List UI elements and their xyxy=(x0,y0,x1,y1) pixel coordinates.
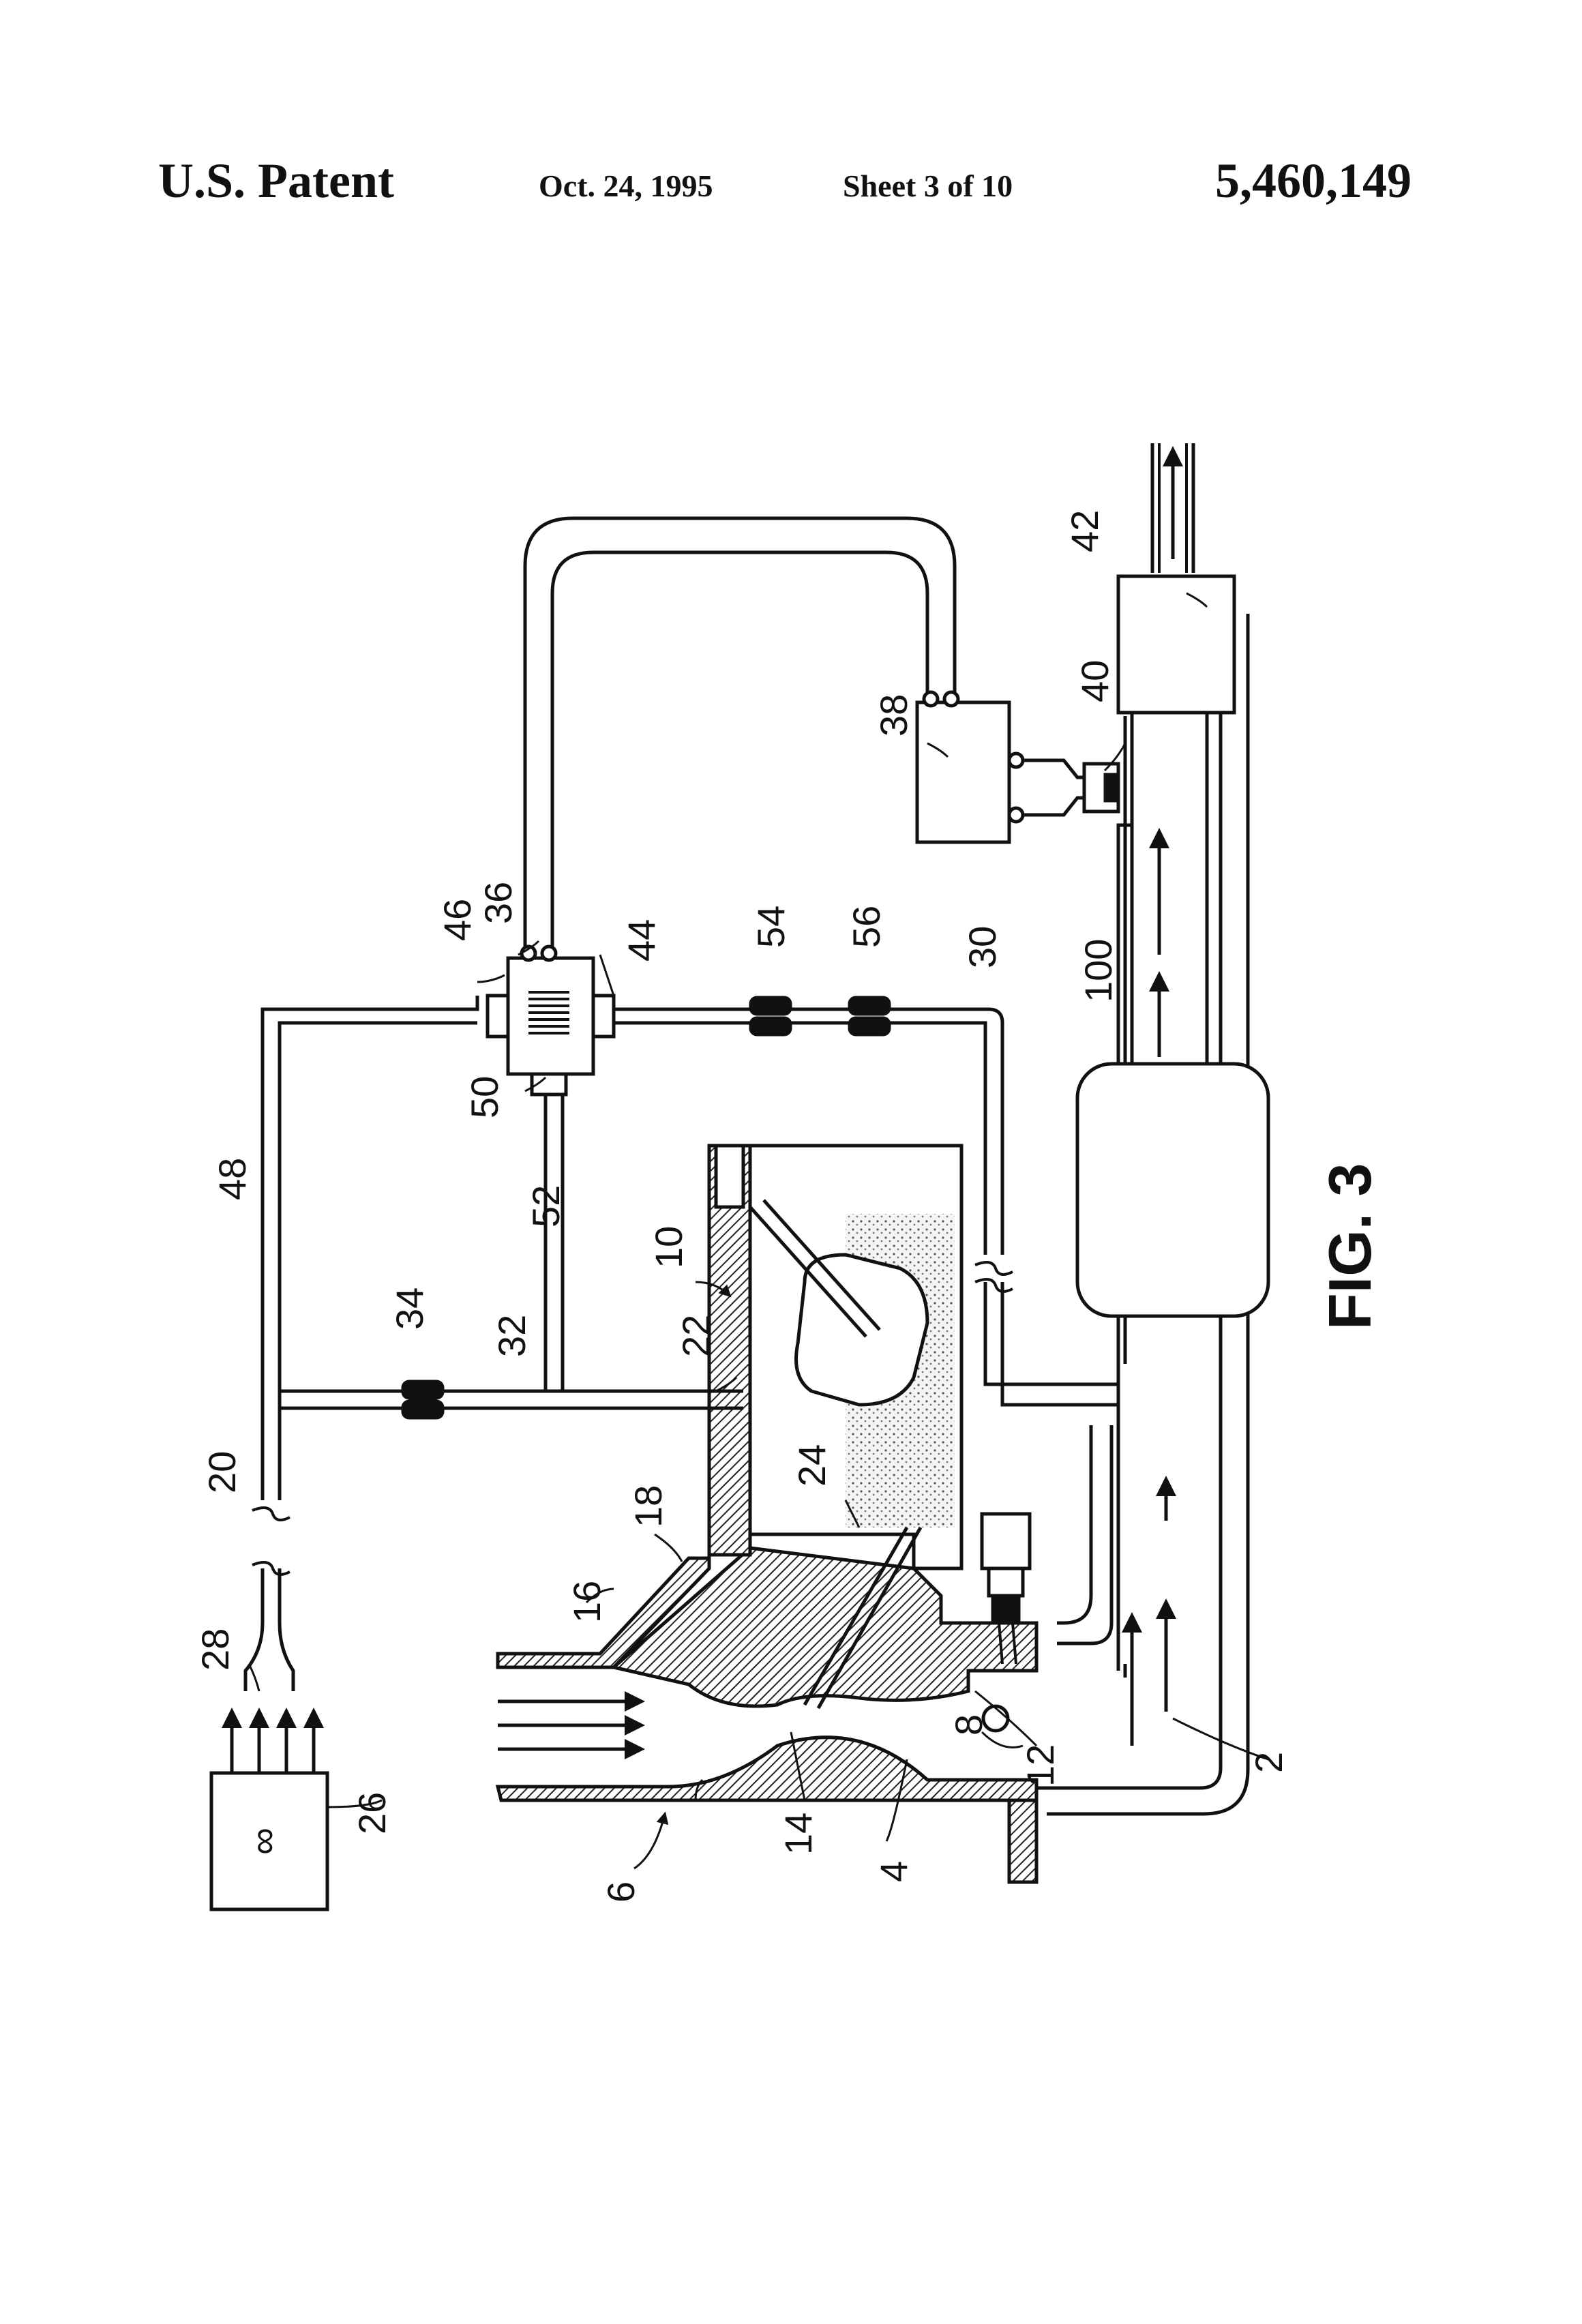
label-52: 52 xyxy=(524,1185,567,1227)
label-42: 42 xyxy=(1063,510,1106,552)
controller-38 xyxy=(917,702,1009,842)
label-46: 46 xyxy=(436,899,479,941)
catalytic-converter xyxy=(1077,1064,1268,1316)
figure-caption: FIG. 3 xyxy=(1316,1163,1384,1330)
label-18: 18 xyxy=(627,1485,670,1528)
label-2: 2 xyxy=(1247,1752,1290,1773)
label-10: 10 xyxy=(647,1226,690,1268)
injector-body xyxy=(982,1514,1030,1568)
label-12: 12 xyxy=(1019,1744,1062,1787)
label-30: 30 xyxy=(961,926,1004,968)
label-6: 6 xyxy=(599,1881,642,1903)
label-20: 20 xyxy=(200,1451,243,1493)
label-32: 32 xyxy=(490,1315,533,1357)
intake-arrows xyxy=(498,1701,641,1749)
label-34: 34 xyxy=(388,1287,431,1330)
label-22: 22 xyxy=(674,1315,717,1357)
muffler-box xyxy=(1118,576,1234,713)
label-100: 100 xyxy=(1077,939,1120,1002)
label-14: 14 xyxy=(777,1813,820,1855)
label-4: 4 xyxy=(872,1861,915,1882)
label-8: 8 xyxy=(947,1714,990,1735)
valve-coil xyxy=(528,992,569,1033)
solenoid-valve-36 xyxy=(508,958,593,1074)
label-38: 38 xyxy=(872,694,915,736)
label-24: 24 xyxy=(790,1444,833,1487)
label-26: 26 xyxy=(350,1792,393,1834)
label-48: 48 xyxy=(211,1158,254,1200)
label-28: 28 xyxy=(194,1628,237,1671)
label-36: 36 xyxy=(477,882,520,924)
fan-arrows xyxy=(232,1712,314,1773)
label-56: 56 xyxy=(845,906,888,948)
label-16: 16 xyxy=(565,1581,608,1623)
piping-network xyxy=(263,518,1118,1643)
label-50: 50 xyxy=(463,1076,506,1118)
label-40: 40 xyxy=(1073,660,1116,702)
carburetor-body xyxy=(498,1146,1036,1882)
label-54: 54 xyxy=(749,906,792,948)
fan-symbol: ∞ xyxy=(241,1828,284,1855)
label-44: 44 xyxy=(620,919,663,962)
